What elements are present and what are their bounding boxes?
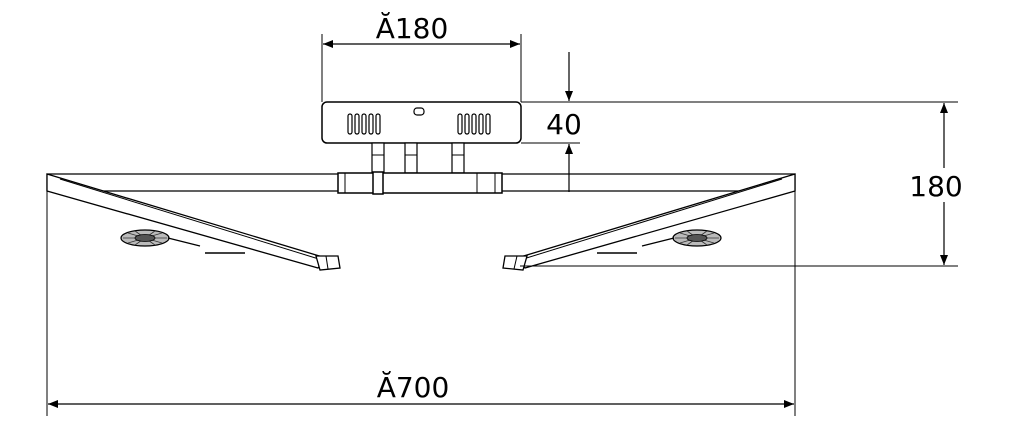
central-clamp [372, 171, 384, 195]
vent-slots-right [457, 113, 491, 135]
central-bar [337, 171, 503, 195]
label-total-width: Ă700 [377, 370, 450, 404]
left-lamp-head [120, 229, 245, 254]
mounting-posts [371, 142, 465, 174]
label-total-height: 180 [909, 170, 962, 203]
label-top-width: Ă180 [376, 11, 449, 45]
canopy-box [321, 101, 522, 144]
indicator-slot [413, 107, 425, 116]
right-diagonal-arm [515, 173, 796, 269]
right-lamp-head [597, 229, 722, 254]
left-arm [46, 173, 341, 271]
right-arm [502, 173, 796, 271]
left-arm-end-cap [315, 255, 341, 271]
canopy [321, 101, 522, 144]
dimension-total-width: Ă700 [46, 191, 796, 416]
label-base-height: 40 [546, 108, 582, 141]
left-diagonal-arm [46, 173, 328, 269]
dimension-top-width: Ă180 [321, 11, 522, 102]
vent-slots-left [347, 113, 381, 135]
dimension-base-height: 40 [521, 52, 958, 192]
dimension-total-height: 180 [520, 103, 966, 267]
